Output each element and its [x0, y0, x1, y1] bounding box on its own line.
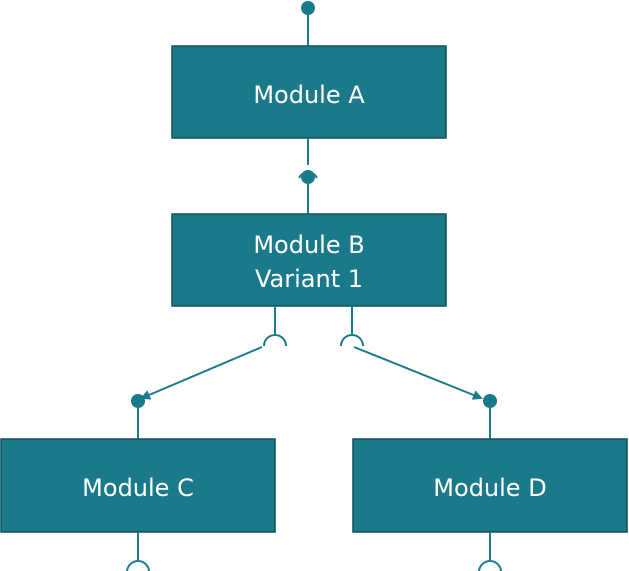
module-d-required-interface [478, 532, 502, 571]
connector-a-to-b [298, 138, 318, 214]
module-a-top-ball [301, 1, 315, 15]
module-a-label: Module A [253, 81, 365, 109]
module-b-provided-ball [301, 170, 315, 184]
module-c-provided-ball [131, 394, 145, 408]
module-b-label-line1: Module B [253, 231, 364, 259]
module-a-provided-interface [301, 1, 315, 46]
arrow-b-to-d [353, 346, 483, 400]
module-c-label: Module C [82, 474, 194, 502]
module-b-label-line2: Variant 1 [255, 265, 363, 293]
module-c-box[interactable] [0, 438, 276, 533]
connector-b-to-d [340, 306, 497, 439]
module-d-box[interactable] [352, 438, 628, 533]
module-a[interactable]: Module A [171, 45, 447, 139]
module-c[interactable]: Module C [0, 438, 276, 533]
module-b-left-socket [263, 334, 287, 347]
module-b-box[interactable] [171, 213, 447, 307]
arrow-b-to-c [140, 346, 263, 400]
module-c-bottom-socket [126, 560, 150, 571]
module-d-provided-ball [483, 394, 497, 408]
module-d[interactable]: Module D [352, 438, 628, 533]
module-c-required-interface [126, 532, 150, 571]
module-d-label: Module D [433, 474, 546, 502]
module-b[interactable]: Module B Variant 1 [171, 213, 447, 307]
connector-b-to-c [131, 306, 287, 439]
module-d-bottom-socket [478, 560, 502, 571]
module-b-right-socket [340, 334, 364, 347]
